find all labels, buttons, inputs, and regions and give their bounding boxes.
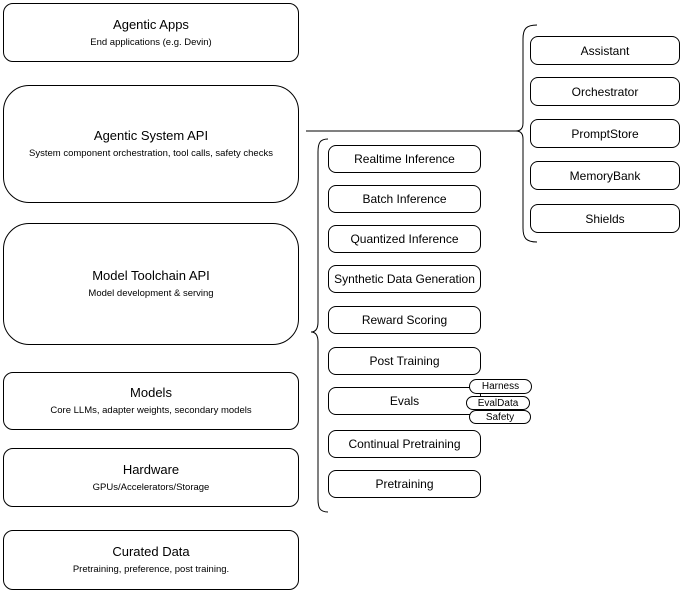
toolchain-item-label: Post Training bbox=[369, 354, 440, 368]
components-brace-icon bbox=[515, 24, 538, 243]
layer-title: Hardware bbox=[122, 461, 180, 477]
layer-title: Curated Data bbox=[112, 544, 190, 559]
system-component-label: Shields bbox=[585, 211, 625, 226]
system-component-label: Assistant bbox=[580, 43, 630, 58]
layer-title: Agentic System API bbox=[93, 128, 209, 143]
layer-box-hardware: Hardware GPUs/Accelerators/Storage bbox=[3, 448, 299, 507]
system-component-shields: Shields bbox=[530, 204, 680, 233]
system-component-orchestrator: Orchestrator bbox=[530, 77, 680, 106]
layer-box-model-toolchain-api: Model Toolchain API Model development & … bbox=[3, 223, 299, 345]
system-component-label: Orchestrator bbox=[571, 84, 639, 99]
eval-tag-harness: Harness bbox=[469, 379, 532, 394]
system-component-promptstore: PromptStore bbox=[530, 119, 680, 148]
toolchain-item-evals: Evals bbox=[328, 387, 481, 415]
toolchain-item-synthetic-data-generation: Synthetic Data Generation bbox=[328, 265, 481, 293]
system-component-assistant: Assistant bbox=[530, 36, 680, 65]
system-component-memorybank: MemoryBank bbox=[530, 161, 680, 190]
toolchain-item-label: Realtime Inference bbox=[354, 152, 455, 166]
toolchain-item-label: Synthetic Data Generation bbox=[334, 272, 475, 286]
toolchain-item-quantized-inference: Quantized Inference bbox=[328, 225, 481, 253]
toolchain-item-batch-inference: Batch Inference bbox=[328, 185, 481, 213]
layer-title: Model Toolchain API bbox=[92, 268, 210, 283]
eval-tag-safety: Safety bbox=[469, 410, 531, 424]
layer-box-agentic-system-api: Agentic System API System component orch… bbox=[3, 85, 299, 203]
toolchain-item-label: Batch Inference bbox=[362, 192, 447, 206]
layer-subtitle: End applications (e.g. Devin) bbox=[90, 36, 212, 48]
layer-title: Models bbox=[130, 385, 172, 400]
layer-subtitle: Core LLMs, adapter weights, secondary mo… bbox=[50, 405, 252, 416]
toolchain-item-post-training: Post Training bbox=[328, 347, 481, 375]
layer-subtitle: Model development & serving bbox=[88, 288, 214, 299]
toolchain-item-pretraining: Pretraining bbox=[328, 470, 481, 498]
toolchain-item-label: Reward Scoring bbox=[361, 313, 448, 327]
toolchain-item-reward-scoring: Reward Scoring bbox=[328, 306, 481, 334]
toolchain-item-label: Pretraining bbox=[375, 477, 434, 491]
system-component-label: MemoryBank bbox=[569, 168, 641, 183]
toolchain-item-label: Quantized Inference bbox=[350, 232, 459, 246]
layer-title: Agentic Apps bbox=[113, 16, 189, 32]
toolchain-item-realtime-inference: Realtime Inference bbox=[328, 145, 481, 173]
toolchain-item-label: Continual Pretraining bbox=[348, 437, 461, 451]
system-component-label: PromptStore bbox=[571, 126, 639, 141]
toolchain-item-label: Evals bbox=[389, 394, 420, 408]
toolchain-item-continual-pretraining: Continual Pretraining bbox=[328, 430, 481, 458]
eval-tag-evaldata: EvalData bbox=[466, 396, 530, 410]
layer-subtitle: GPUs/Accelerators/Storage bbox=[92, 481, 210, 493]
layer-subtitle: System component orchestration, tool cal… bbox=[29, 148, 273, 159]
layer-box-models: Models Core LLMs, adapter weights, secon… bbox=[3, 372, 299, 430]
toolchain-brace-icon bbox=[310, 138, 329, 513]
layer-subtitle: Pretraining, preference, post training. bbox=[72, 564, 230, 575]
layer-box-agentic-apps: Agentic Apps End applications (e.g. Devi… bbox=[3, 3, 299, 62]
layer-box-curated-data: Curated Data Pretraining, preference, po… bbox=[3, 530, 299, 590]
